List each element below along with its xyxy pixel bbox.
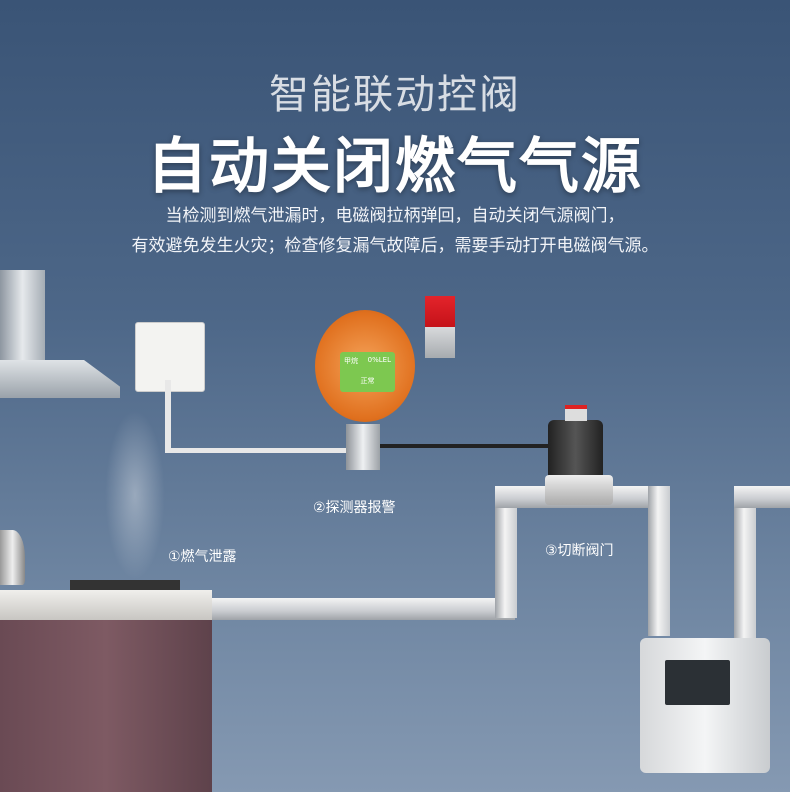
detector-screen: 甲烷 0%LEL 正常	[340, 352, 395, 392]
screen-gas: 甲烷	[344, 357, 358, 365]
stove	[70, 580, 180, 590]
kitchen-cabinet	[0, 620, 212, 792]
cable	[165, 448, 350, 453]
gas-leak-smoke	[105, 410, 165, 580]
gas-meter	[640, 638, 770, 773]
kettle	[0, 530, 25, 585]
valve-knob	[565, 405, 587, 421]
gas-pipe	[205, 598, 515, 620]
step-alarm-label: ②探测器报警	[313, 500, 396, 516]
gas-pipe	[734, 490, 756, 640]
gas-pipe	[734, 486, 790, 508]
gas-pipe	[495, 492, 517, 618]
step-cut-label: ③切断阀门	[545, 543, 614, 559]
screen-reading: 0%LEL	[367, 356, 391, 364]
range-hood	[0, 270, 45, 365]
plug-cable	[165, 380, 171, 452]
kitchen-counter	[0, 590, 212, 620]
range-hood-base	[0, 360, 120, 398]
meter-display	[665, 660, 730, 705]
sensor-head	[346, 424, 380, 470]
gas-pipe	[648, 486, 670, 636]
step-leak-label: ①燃气泄露	[168, 549, 237, 565]
valve-body	[545, 475, 613, 505]
subtitle: 智能联动控阀	[269, 72, 521, 118]
signal-cable	[380, 444, 550, 448]
solenoid-valve	[548, 420, 603, 480]
screen-status: 正常	[360, 377, 375, 385]
alarm-siren	[425, 296, 455, 358]
page-title: 自动关闭燃气气源	[147, 132, 643, 202]
description-line-2: 有效避免发生火灾；检查修复漏气故障后，需要手动打开电磁阀气源。	[131, 236, 659, 256]
description-line-1: 当检测到燃气泄漏时，电磁阀拉柄弹回，自动关闭气源阀门，	[165, 206, 625, 226]
